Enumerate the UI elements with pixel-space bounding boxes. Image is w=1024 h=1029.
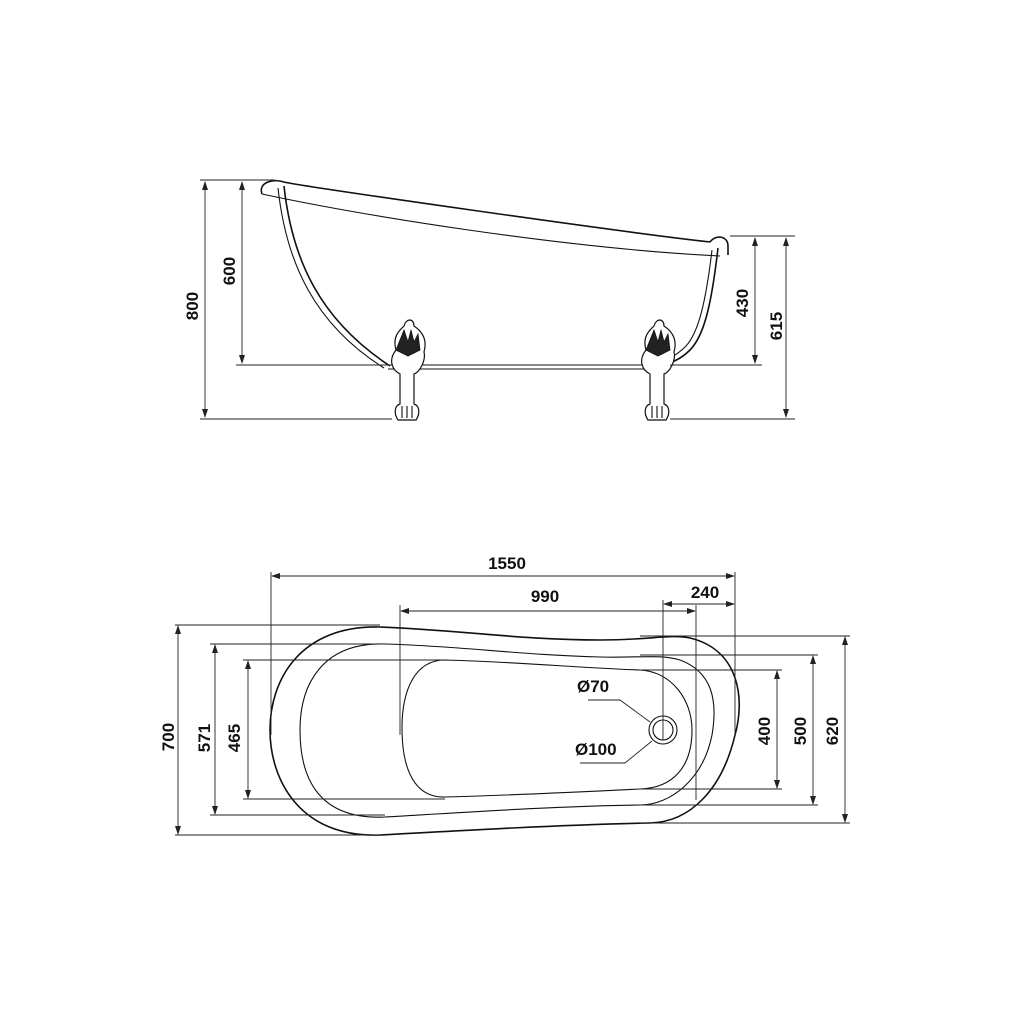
dimension-foot-rim-height: 430 bbox=[733, 237, 758, 364]
label-drain-100: Ø100 bbox=[575, 740, 617, 759]
tub-inner-basin bbox=[401, 659, 693, 798]
dimension-inner-length: 990 bbox=[400, 587, 696, 614]
label-465: 465 bbox=[225, 724, 244, 752]
drain-icon bbox=[648, 715, 678, 745]
dimension-rim-width-head: 571 bbox=[195, 644, 218, 815]
dimension-foot-end-height: 615 bbox=[767, 237, 789, 418]
label-1550: 1550 bbox=[488, 554, 526, 573]
dimension-inner-width-foot: 400 bbox=[755, 670, 780, 789]
label-615: 615 bbox=[767, 312, 786, 340]
label-600: 600 bbox=[220, 257, 239, 285]
dimension-rim-width-foot: 500 bbox=[791, 655, 816, 805]
label-240: 240 bbox=[691, 583, 719, 602]
dimension-inner-width-head: 465 bbox=[225, 660, 251, 799]
label-571: 571 bbox=[195, 724, 214, 752]
dimension-head-rim-height: 600 bbox=[220, 181, 245, 364]
label-500: 500 bbox=[791, 717, 810, 745]
tub-side-outline bbox=[260, 179, 729, 370]
label-430: 430 bbox=[733, 289, 752, 317]
label-620: 620 bbox=[823, 717, 842, 745]
label-990: 990 bbox=[531, 587, 559, 606]
label-400: 400 bbox=[755, 717, 774, 745]
claw-foot-left bbox=[391, 319, 426, 421]
tub-rim-outline bbox=[299, 643, 715, 818]
dimension-drain-offset: 240 bbox=[663, 583, 735, 607]
claw-foot-right bbox=[641, 319, 676, 421]
dimension-overall-length: 1550 bbox=[271, 554, 735, 579]
side-elevation-view: 800 600 430 615 bbox=[183, 179, 795, 421]
label-700: 700 bbox=[159, 723, 178, 751]
label-drain-70: Ø70 bbox=[577, 677, 609, 696]
dimension-overall-width-foot: 620 bbox=[823, 636, 848, 823]
tub-outer-outline bbox=[269, 626, 741, 836]
label-800: 800 bbox=[183, 292, 202, 320]
dimension-overall-width-head: 700 bbox=[159, 625, 181, 835]
dimension-total-height: 800 bbox=[183, 181, 208, 418]
plan-view: Ø70 Ø100 1550 990 bbox=[159, 554, 850, 836]
